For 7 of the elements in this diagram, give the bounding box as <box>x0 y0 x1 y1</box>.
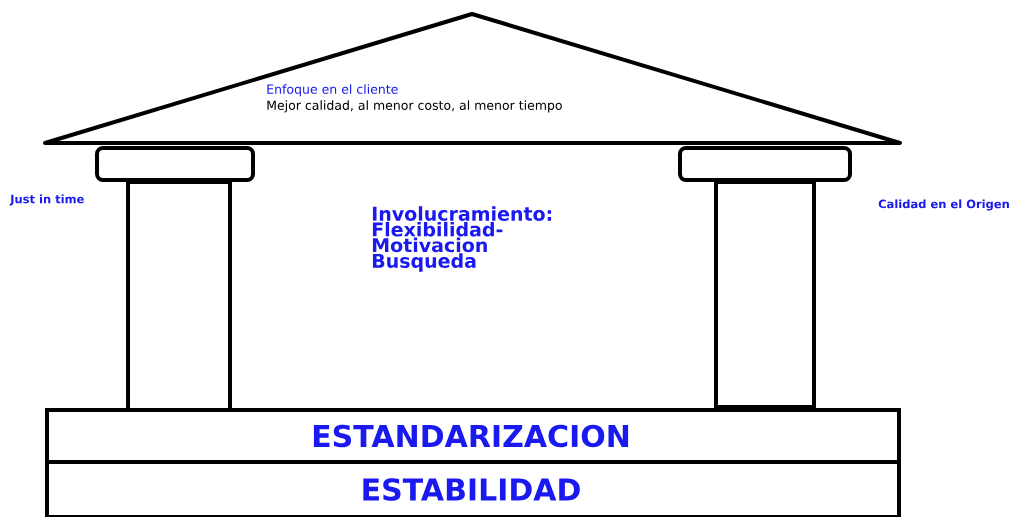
center-text: Involucramiento: Flexibilidad- Motivacion Busqueda <box>372 206 552 272</box>
side-label: Just in time <box>9 194 84 206</box>
foundation-bar: ESTABILIDAD <box>45 460 901 517</box>
roof-triangle: Enfoque en el cliente Mejor calidad, al menor costo, al menor tiempo <box>43 12 902 145</box>
foundation-bar: ESTANDARIZACION <box>45 408 901 464</box>
column <box>678 146 852 409</box>
side-label: Calidad en el Origen <box>878 199 1009 211</box>
